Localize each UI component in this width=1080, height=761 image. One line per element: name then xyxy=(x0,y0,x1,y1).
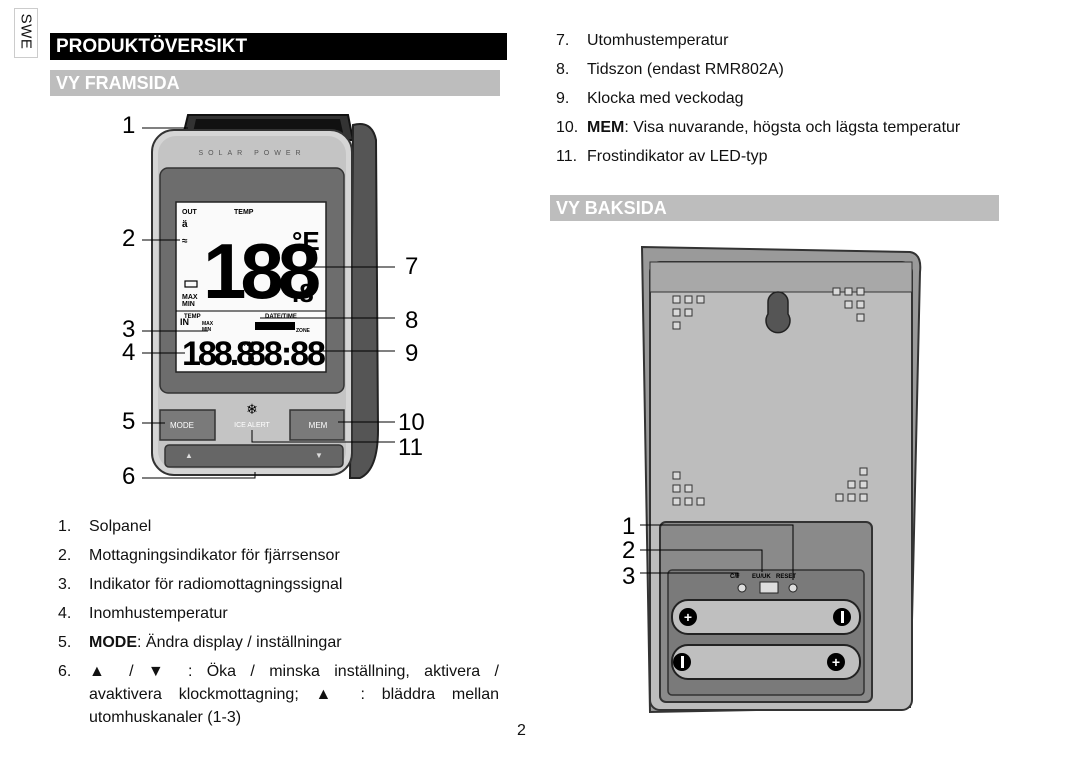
mem-button-label: MEM xyxy=(309,421,328,430)
svg-text:MAX: MAX xyxy=(202,321,214,327)
hanging-hole xyxy=(765,291,791,334)
svg-text:MIN: MIN xyxy=(202,327,212,333)
back-view-heading: VY BAKSIDA xyxy=(550,195,999,221)
page-title: PRODUKTÖVERSIKT xyxy=(50,33,507,60)
callout-7: 7 xyxy=(405,253,418,280)
callout-5: 5 xyxy=(122,408,135,435)
callout-9: 9 xyxy=(405,340,418,367)
snowflake-icon: ❄ xyxy=(246,401,258,417)
page-number: 2 xyxy=(517,722,526,739)
back-device-illustration: C/F EU/UK RESET + + 1 2 3 xyxy=(622,245,922,714)
callout-1: 1 xyxy=(122,112,135,139)
svg-text:ä: ä xyxy=(182,219,188,230)
front-device-illustration: SOLAR POWER OUT TEMP ä ≈ 188 .8 °E MAX M… xyxy=(122,112,425,490)
back-callout-2: 2 xyxy=(622,537,635,564)
solar-power-label: SOLAR POWER xyxy=(198,150,305,157)
lcd-max-label: MAX xyxy=(182,294,198,301)
callout-10: 10 xyxy=(398,409,425,436)
lcd-indoor-temp: 188.8 xyxy=(182,335,254,373)
lcd-out-label: OUT xyxy=(182,209,198,216)
lcd-clock: 88:88 xyxy=(247,335,325,373)
mode-button[interactable] xyxy=(159,409,216,441)
back-callout-3: 3 xyxy=(622,563,635,590)
front-view-heading: VY FRAMSIDA xyxy=(50,70,500,96)
svg-text:≈: ≈ xyxy=(182,236,188,247)
lcd-datetime-label: DATE/TIME xyxy=(265,314,297,320)
cf-switch[interactable] xyxy=(737,583,747,593)
lcd-unit: °E xyxy=(292,226,320,256)
callout-8: 8 xyxy=(405,307,418,334)
lcd-outdoor-digits: 188 xyxy=(203,227,319,315)
svg-text:+: + xyxy=(832,654,840,670)
callout-6: 6 xyxy=(122,463,135,490)
lcd-indoor-temp-label: TEMP xyxy=(184,314,201,320)
callout-4: 4 xyxy=(122,339,135,366)
callout-3: 3 xyxy=(122,316,135,343)
svg-text:+: + xyxy=(684,609,692,625)
up-down-buttons xyxy=(164,444,344,468)
lcd-zone-label: ZONE xyxy=(296,328,311,334)
back-callout-1: 1 xyxy=(622,513,635,540)
lcd-temp-label: TEMP xyxy=(234,209,254,216)
battery-2 xyxy=(671,644,861,680)
reset-button-label: RESET xyxy=(776,574,796,580)
lcd-screen xyxy=(175,201,327,373)
mem-button[interactable] xyxy=(289,409,345,441)
lcd-am-label: AM xyxy=(244,342,253,348)
language-tab: SWE xyxy=(14,8,38,58)
callout-11: 11 xyxy=(398,434,423,461)
lcd-outdoor-decimal: .8 xyxy=(292,278,314,308)
down-arrow-icon: ▼ xyxy=(315,451,323,460)
lcd-in-label: IN xyxy=(180,317,189,327)
ice-alert-label: ICE ALERT xyxy=(234,422,270,429)
cf-switch-label: C/F xyxy=(730,574,740,580)
euuk-switch[interactable] xyxy=(759,581,779,594)
reset-button[interactable] xyxy=(788,583,798,593)
mode-button-label: MODE xyxy=(170,421,194,430)
callout-2: 2 xyxy=(122,225,135,252)
lcd-min-label: MIN xyxy=(182,301,195,308)
up-arrow-icon: ▲ xyxy=(185,451,193,460)
euuk-switch-label: EU/UK xyxy=(752,574,771,580)
language-label: SWE xyxy=(17,13,35,50)
battery-1 xyxy=(671,599,861,635)
